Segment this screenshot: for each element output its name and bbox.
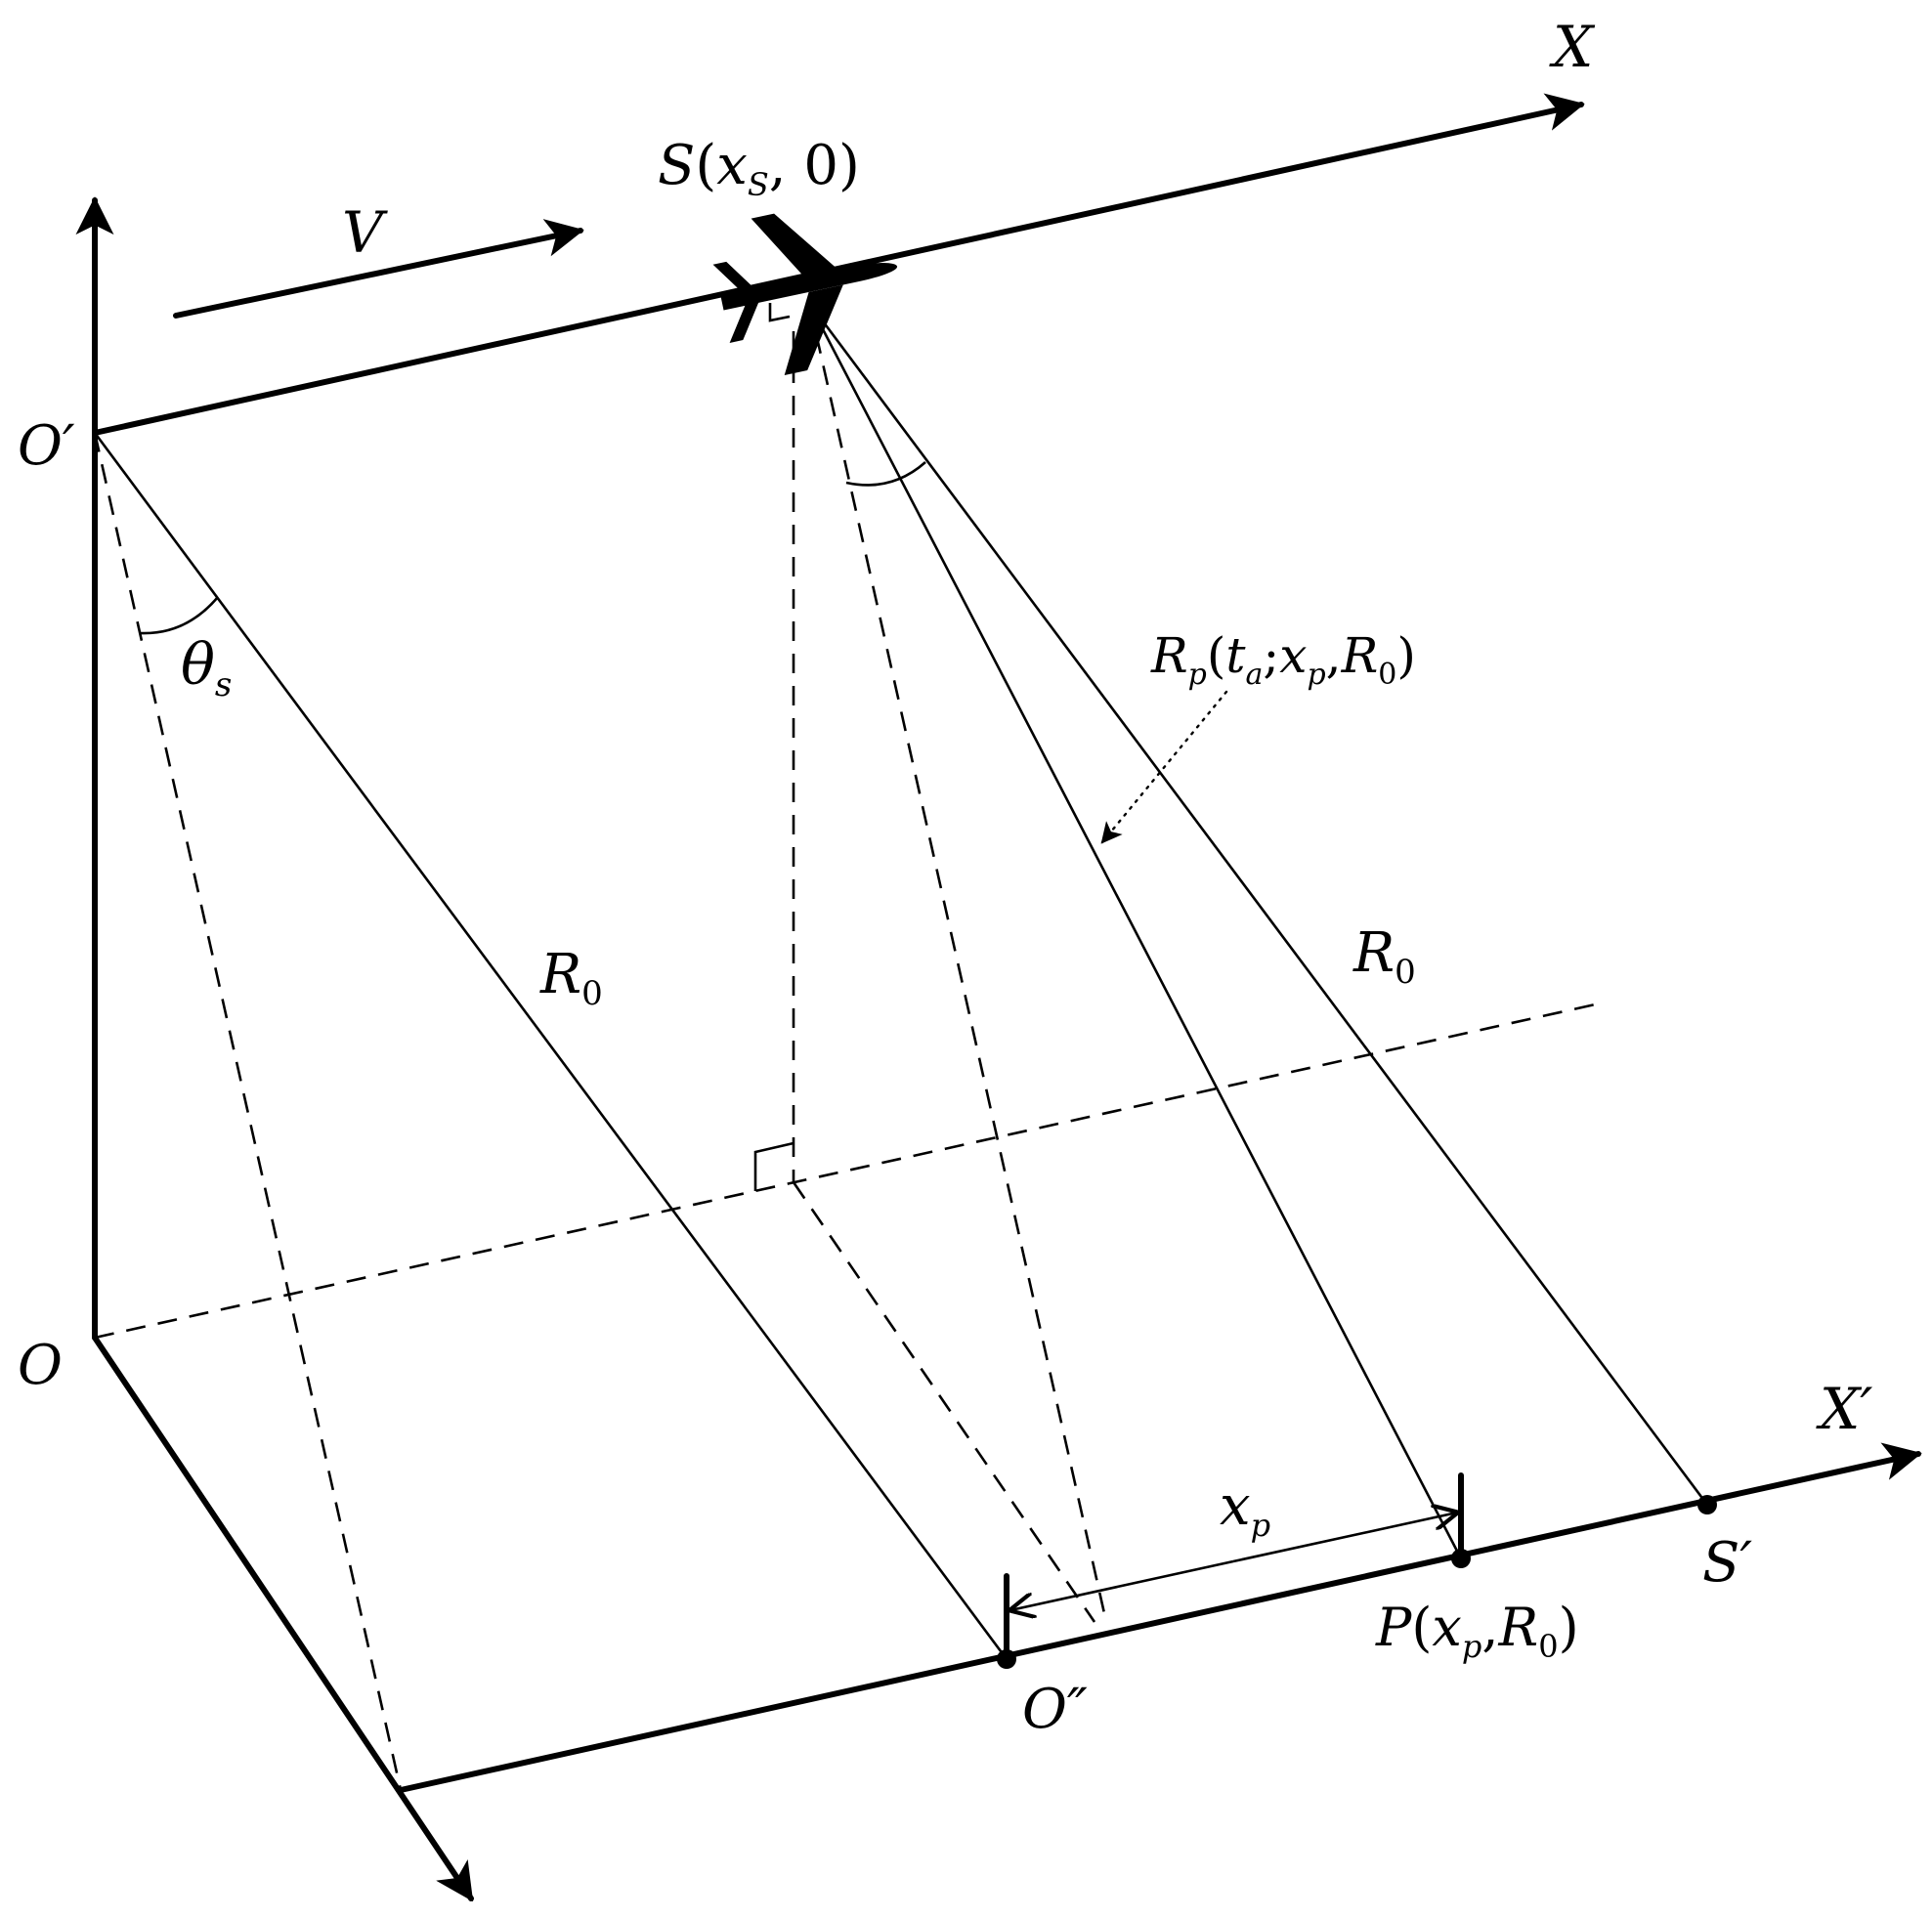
right-angle-marker-ground xyxy=(753,1141,794,1191)
range-right-label: R0 xyxy=(1352,921,1416,992)
ground-dashed-line xyxy=(94,1002,1601,1340)
point-o-double-prime xyxy=(997,1649,1016,1669)
slant-range-right xyxy=(807,302,1709,1506)
s-prime-label: S′ xyxy=(1702,1531,1752,1595)
point-s-prime xyxy=(1697,1495,1717,1514)
ground-depth-axis xyxy=(92,1335,474,1902)
beam-angle-arc xyxy=(845,461,926,487)
flight-path-x-axis xyxy=(92,93,1585,436)
rp-leader-line xyxy=(1100,690,1228,844)
right-angle-marker-sensor xyxy=(768,303,791,322)
dashed-to-ground-point xyxy=(792,1181,1096,1623)
velocity-label: V xyxy=(342,199,388,266)
range-left-label: R0 xyxy=(539,943,603,1013)
airplane-icon xyxy=(712,213,898,376)
origin-double-prime-label: O″ xyxy=(1022,1678,1088,1741)
instantaneous-range-label: Rp(ta;xp,R0) xyxy=(1150,627,1416,692)
x-axis-label: X xyxy=(1549,14,1596,80)
nadir-left-dashed xyxy=(93,432,403,1791)
theta-s-angle-arc xyxy=(139,596,219,635)
velocity-arrow xyxy=(173,219,584,319)
origin-label: O xyxy=(18,1334,63,1397)
x-prime-axis-label: X′ xyxy=(1816,1376,1872,1442)
point-p xyxy=(1451,1549,1471,1568)
slant-range-left xyxy=(93,432,1009,1660)
ground-x-prime-axis xyxy=(398,1442,1922,1793)
point-p-label: P(xp,R0) xyxy=(1375,1597,1579,1665)
instantaneous-range-line xyxy=(807,302,1463,1559)
xp-dimension-arrow-left xyxy=(1010,1559,1234,1610)
sensor-position-label: S(xS, 0) xyxy=(658,134,860,203)
xp-dimension-label: xp xyxy=(1220,1474,1270,1544)
origin-prime-label: O′ xyxy=(18,414,75,478)
theta-s-label: θs xyxy=(181,631,232,704)
xp-dimension-arrow-right xyxy=(1232,1513,1457,1563)
